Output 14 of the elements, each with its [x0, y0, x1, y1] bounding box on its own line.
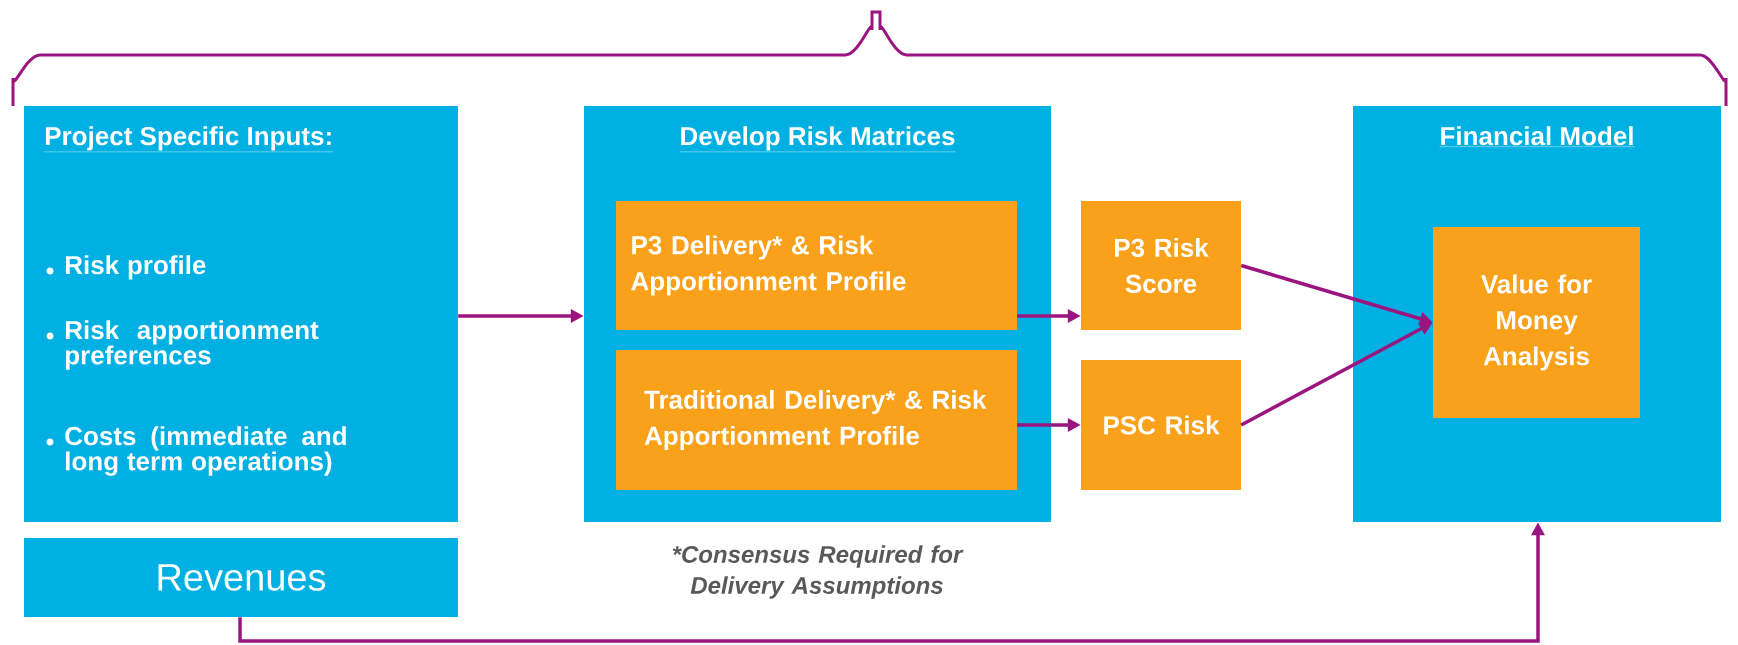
process-box: Traditional Delivery* & Risk Apportionment Profile	[616, 350, 1017, 490]
bullet-item: Risk apportionment preferences	[65, 320, 319, 370]
footnote: *Consensus Required for Delivery Assumptions	[672, 545, 964, 599]
revenues-box: Revenues	[24, 538, 458, 617]
bullet-item: Costs (immediate and long term operations)	[65, 426, 346, 476]
heading: Develop Risk Matrices	[679, 126, 956, 153]
process-box: P3 Delivery* & Risk Apportionment Profile	[616, 201, 1017, 330]
input-panel	[24, 106, 458, 522]
heading: Project Specific Inputs:	[44, 126, 334, 153]
bullet-item: Risk profile	[65, 255, 206, 280]
analysis-box: Value for Money Analysis	[1433, 227, 1640, 418]
score-box: P3 Risk Score	[1081, 201, 1241, 330]
score-box: PSC Risk	[1081, 360, 1241, 490]
heading: Financial Model	[1439, 126, 1635, 147]
